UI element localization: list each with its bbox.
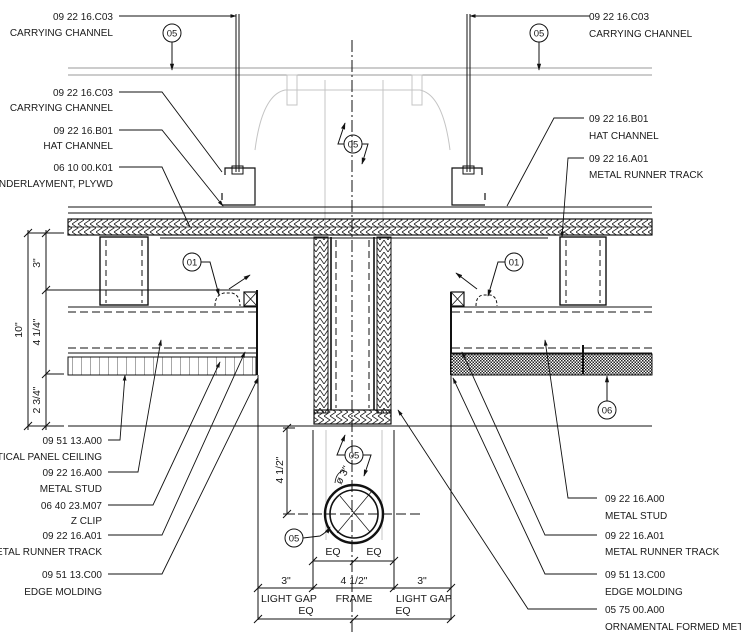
tag-01-left xyxy=(182,252,251,296)
label-code: 09 51 13.A00 xyxy=(43,436,103,447)
hanger-rods xyxy=(231,14,475,175)
label-code: 06 40 23.M07 xyxy=(41,501,103,512)
label-name: Z CLIP xyxy=(71,516,102,527)
label-code: 09 22 16.A00 xyxy=(43,468,103,479)
dim-eq-right: EQ xyxy=(366,546,381,558)
label-name: METAL RUNNER TRACK xyxy=(0,547,102,558)
dim-overall: 10" xyxy=(13,322,25,338)
tag-06-label: 06 xyxy=(602,406,613,417)
tag-05-label: 05 xyxy=(167,29,178,40)
label-name: METAL RUNNER TRACK xyxy=(605,547,720,558)
label-code: 09 22 16.B01 xyxy=(589,114,649,125)
tag-05-label: 05 xyxy=(534,29,545,40)
dim-gap-right: 3" xyxy=(417,575,427,587)
label-code: 09 51 13.C00 xyxy=(605,570,665,581)
left-annotation-labels: 09 22 16.C03 CARRYING CHANNEL 09 22 16.C… xyxy=(0,12,113,598)
horizontal-framing xyxy=(67,290,653,376)
tag-01-right xyxy=(455,252,524,297)
label-name: METAL RUNNER TRACK xyxy=(589,170,704,181)
label-name: CARRYING CHANNEL xyxy=(10,103,114,114)
label-name: METAL STUD xyxy=(605,511,667,522)
label-name: ORNAMENTAL FORMED METAL xyxy=(605,622,741,633)
leader-lines xyxy=(108,14,597,610)
frame-label: FRAME xyxy=(336,593,373,605)
central-frame xyxy=(313,236,392,425)
section-cut-05-lower xyxy=(336,434,372,477)
label-code: 09 22 16.A00 xyxy=(605,494,665,505)
tag-05-label: 05 xyxy=(348,140,359,151)
hat-channels xyxy=(221,167,486,206)
drop-dimension xyxy=(282,423,295,519)
stud-blocks xyxy=(99,236,607,306)
label-name: CARRYING CHANNEL xyxy=(10,28,114,39)
dim-frame: 4 1/2" xyxy=(340,575,367,587)
light-tube xyxy=(284,483,420,545)
label-code: 09 51 13.C00 xyxy=(42,570,102,581)
plywood-underlayment xyxy=(67,218,653,239)
label-name: EDGE MOLDING xyxy=(605,587,683,598)
light-gap-left-label: LIGHT GAP xyxy=(261,593,317,605)
label-code: 09 22 16.C03 xyxy=(589,12,649,23)
bottom-dimensions xyxy=(253,556,456,624)
label-code: 09 22 16.C03 xyxy=(53,12,113,23)
label-code: 09 22 16.B01 xyxy=(54,126,114,137)
light-gap-right-label: LIGHT GAP xyxy=(396,593,452,605)
label-name: METAL STUD xyxy=(40,484,102,495)
tag-05-top-right xyxy=(529,23,549,71)
dim-gap-left: 3" xyxy=(281,575,291,587)
label-code: 05 75 00.A00 xyxy=(605,605,665,616)
label-code: 09 22 16.A01 xyxy=(43,531,103,542)
acoustical-insulation xyxy=(450,353,653,376)
label-name: HAT CHANNEL xyxy=(43,141,113,152)
tag-05-top-left xyxy=(162,23,182,71)
label-name: EDGE MOLDING xyxy=(24,587,102,598)
label-code: 09 22 16.C03 xyxy=(53,88,113,99)
dim-middle: 4 1/4" xyxy=(31,318,43,345)
label-name: CARRYING CHANNEL xyxy=(589,29,693,40)
tag-05-label: 05 xyxy=(289,534,300,545)
tag-06 xyxy=(597,375,617,420)
label-name: ACOUSTICAL PANEL CEILING xyxy=(0,452,102,463)
dim-diameter: ø 3" xyxy=(333,464,353,487)
label-code: 06 10 00.K01 xyxy=(54,163,114,174)
right-annotation-labels: 09 22 16.C03 CARRYING CHANNEL 09 22 16.B… xyxy=(589,12,741,633)
tag-05-tube xyxy=(284,526,331,548)
section-cut-05-upper xyxy=(337,122,369,165)
dim-eq-left: EQ xyxy=(325,546,340,558)
tag-05-label: 05 xyxy=(349,451,360,462)
dim-eq-bottom-left: EQ xyxy=(298,605,313,617)
label-code: 09 22 16.A01 xyxy=(605,531,665,542)
label-name: UNDERLAYMENT, PLYWD xyxy=(0,179,113,190)
label-code: 09 22 16.A01 xyxy=(589,154,649,165)
tag-01-label: 01 xyxy=(187,258,198,269)
dim-bottom: 2 3/4" xyxy=(31,386,43,413)
dim-drop: 4 1/2" xyxy=(274,456,286,483)
left-dimensions xyxy=(23,228,240,431)
dim-eq-bottom-right: EQ xyxy=(395,605,410,617)
dim-top: 3" xyxy=(31,258,43,268)
label-name: HAT CHANNEL xyxy=(589,131,659,142)
tag-01-label: 01 xyxy=(509,258,520,269)
